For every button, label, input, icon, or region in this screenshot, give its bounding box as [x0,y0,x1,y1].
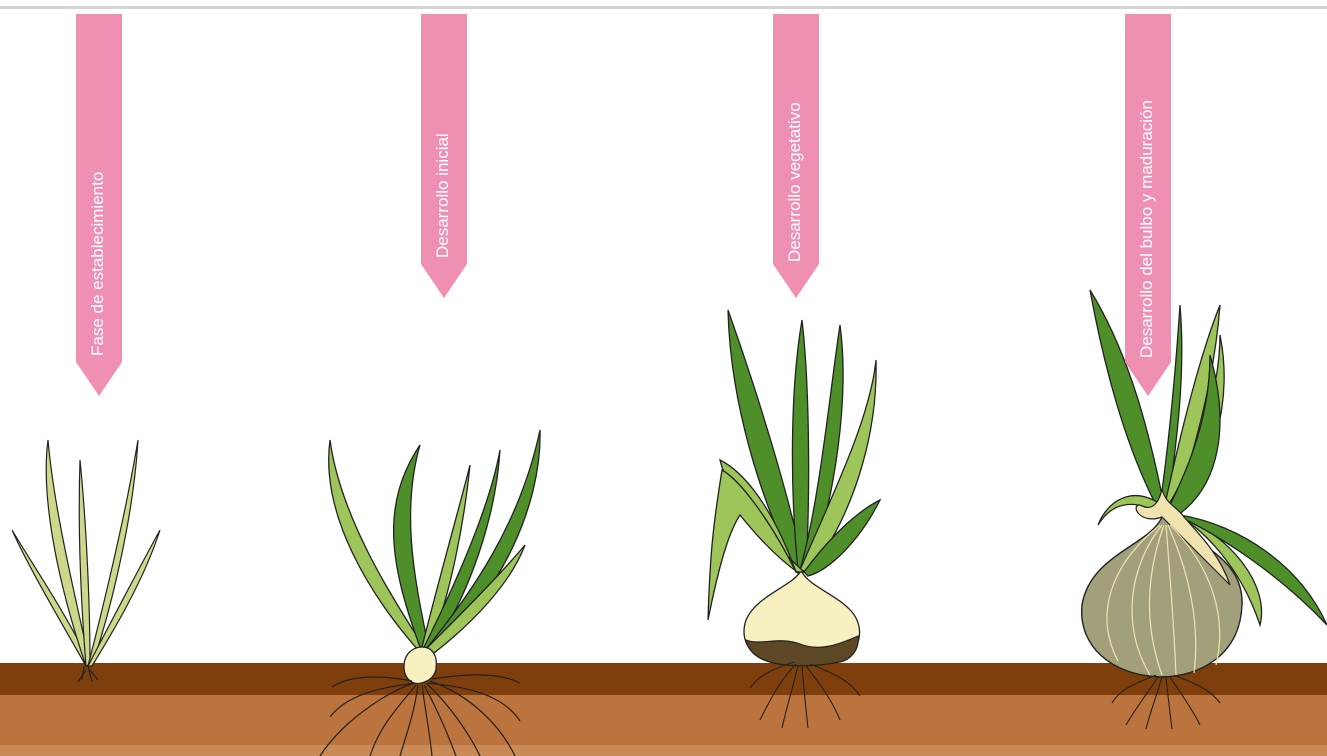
stage-label: Desarrollo del bulbo y maduración [1137,18,1157,358]
stage-label: Desarrollo inicial [433,92,453,258]
soil-bottom-layer [0,745,1327,756]
mature-bulb-plant [1070,285,1327,730]
stage-label: Desarrollo vegetativo [785,40,805,262]
vegetative-plant [700,300,900,730]
early-plant [310,425,570,756]
top-divider [0,6,1327,9]
stage-banner-inicial: Desarrollo inicial [421,14,467,298]
stage-label: Fase de establecimiento [88,100,108,356]
seedling-plant [0,430,180,690]
stage-banner-bulbo: Desarrollo del bulbo y maduración [1125,14,1171,396]
stage-banner-establecimiento: Fase de establecimiento [76,14,122,396]
stage-banner-vegetativo: Desarrollo vegetativo [773,14,819,298]
